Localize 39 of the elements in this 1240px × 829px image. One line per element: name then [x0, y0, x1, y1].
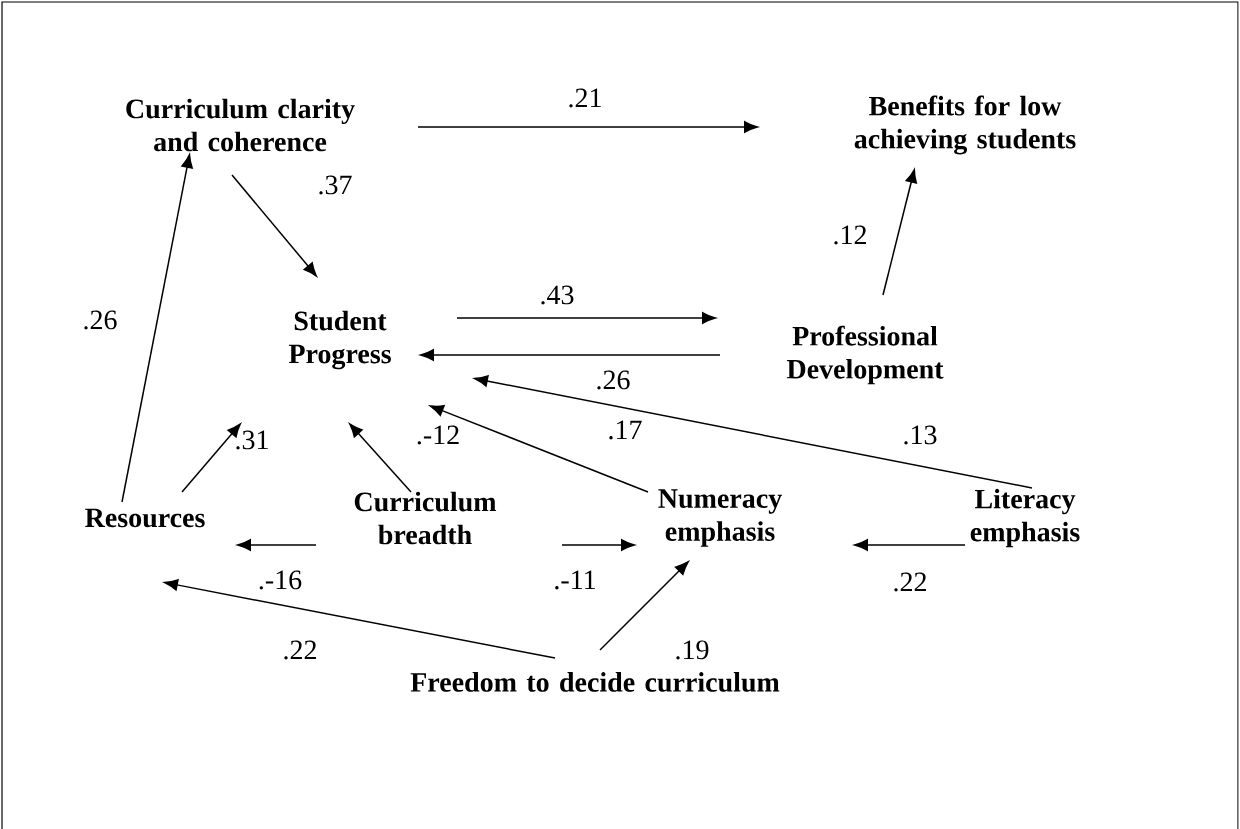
- edge-label: .22: [894, 572, 926, 592]
- edge-label: .21: [569, 88, 601, 108]
- arrow: [164, 579, 556, 659]
- edge-label: .13: [904, 425, 937, 445]
- node-label: Freedom to decide curriculum: [410, 672, 780, 692]
- arrow: [121, 154, 193, 503]
- edge-label: .17: [609, 420, 642, 440]
- arrow: [599, 561, 689, 651]
- edge-label: .26: [597, 370, 630, 390]
- node-label: Student Progress: [288, 310, 391, 370]
- arrow: [429, 405, 649, 493]
- node-label: Benefits for low achieving students: [854, 95, 1076, 155]
- arrow: [561, 539, 635, 551]
- arrow: [456, 312, 716, 324]
- node-label: Curriculum breadth: [354, 491, 497, 545]
- edge-label: .43: [541, 285, 574, 305]
- edge-label: .31: [236, 430, 268, 450]
- edge-label: .26: [84, 310, 117, 330]
- arrow: [349, 423, 412, 493]
- edge-label: .19: [676, 640, 709, 660]
- node-label: Literacy emphasis: [970, 488, 1080, 548]
- node-label: Professional Development: [786, 325, 944, 385]
- node-label: Numeracy emphasis: [658, 489, 782, 547]
- edge-label: .-16: [259, 570, 302, 590]
- edge-label: .37: [319, 175, 352, 195]
- edge-label: .22: [284, 640, 316, 660]
- edge-label: .12: [834, 225, 866, 245]
- node-label: Resources: [85, 508, 205, 528]
- edge-label: .-11: [555, 570, 595, 590]
- arrow: [237, 539, 317, 551]
- arrow: [854, 539, 966, 551]
- arrow: [231, 174, 317, 277]
- edge-label: .-12: [417, 425, 459, 445]
- arrow: [417, 121, 758, 133]
- arrow: [882, 169, 918, 296]
- arrow: [420, 349, 721, 361]
- node-label: Curriculum clarity and coherence: [126, 98, 355, 152]
- arrow: [181, 423, 241, 493]
- arrow: [474, 375, 1033, 489]
